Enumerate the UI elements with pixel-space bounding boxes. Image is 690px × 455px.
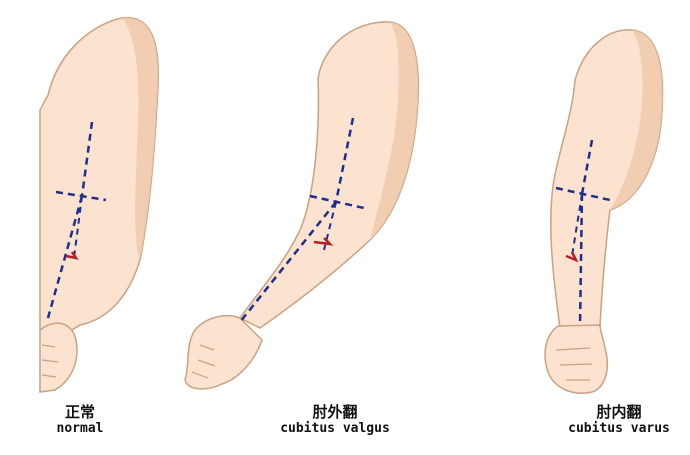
hand-varus bbox=[545, 325, 607, 393]
caption-varus-en: cubitus varus bbox=[548, 421, 690, 437]
caption-varus-cn: 肘内翻 bbox=[548, 403, 690, 421]
arm-varus bbox=[545, 30, 662, 393]
caption-varus: 肘内翻 cubitus varus bbox=[548, 403, 690, 437]
caption-normal: 正常 normal bbox=[20, 403, 140, 437]
arm-normal bbox=[40, 18, 158, 392]
hand-normal bbox=[40, 323, 77, 392]
caption-normal-en: normal bbox=[20, 421, 140, 437]
caption-valgus-en: cubitus valgus bbox=[255, 421, 415, 437]
caption-normal-cn: 正常 bbox=[20, 403, 140, 421]
caption-valgus-cn: 肘外翻 bbox=[255, 403, 415, 421]
caption-valgus: 肘外翻 cubitus valgus bbox=[255, 403, 415, 437]
hand-valgus bbox=[185, 316, 262, 389]
arm-valgus bbox=[185, 22, 418, 389]
